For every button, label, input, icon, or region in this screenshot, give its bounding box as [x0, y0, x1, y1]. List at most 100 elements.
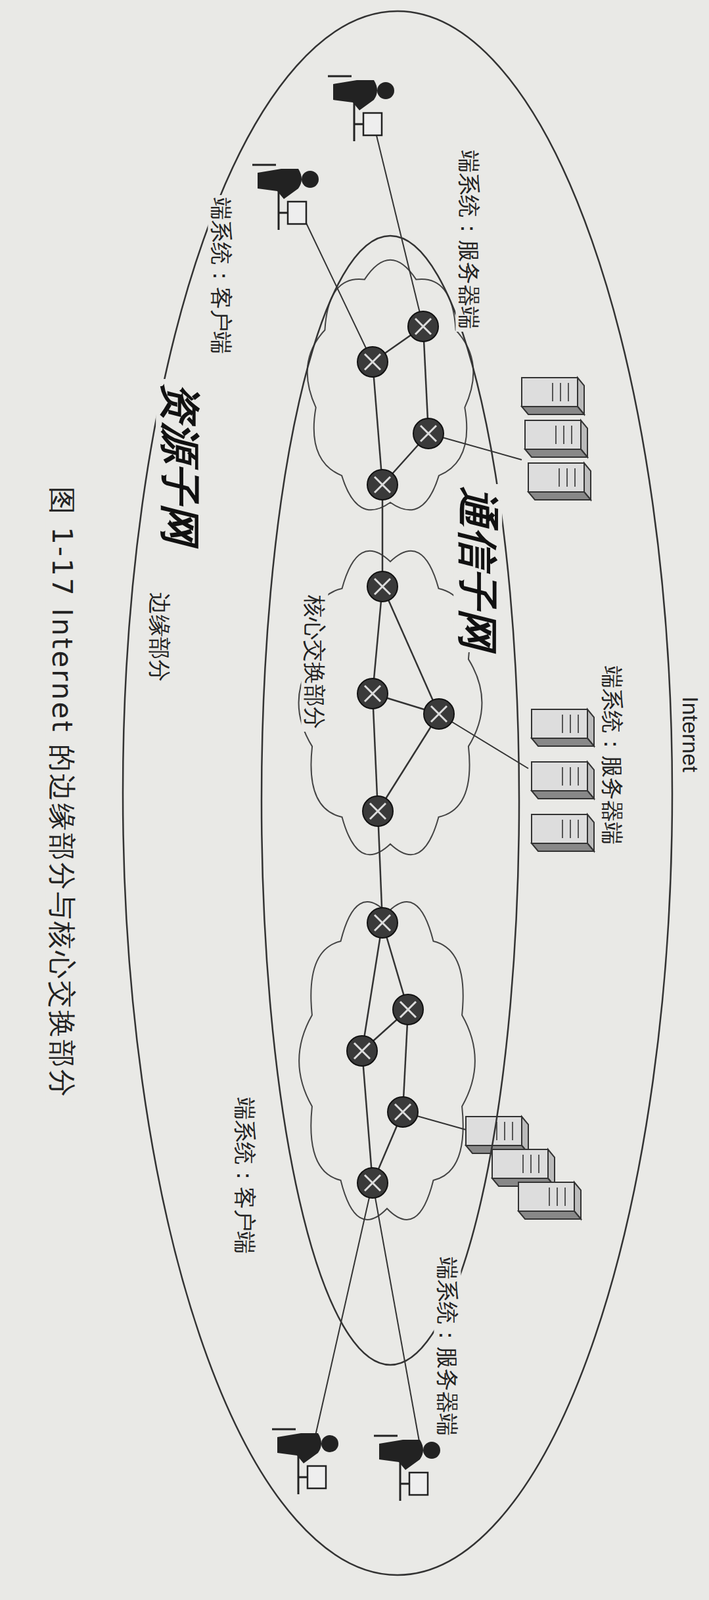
- router-symbol: [392, 994, 424, 1026]
- router-arrows: [374, 915, 391, 932]
- server-front: [518, 1182, 575, 1212]
- server-slot: [566, 468, 568, 487]
- server-front: [528, 463, 585, 493]
- server-side: [531, 738, 595, 747]
- desk: [353, 98, 356, 142]
- link-line: [423, 326, 429, 434]
- link-line: [372, 586, 383, 694]
- server-slot: [577, 820, 579, 839]
- access-line: [372, 1183, 420, 1446]
- figure-caption: 图 1-17 Internet 的边缘部分与核心交换部分: [45, 484, 79, 1102]
- server-slot: [551, 383, 554, 402]
- link-line: [372, 362, 383, 485]
- server-slot: [563, 425, 565, 445]
- internet-ellipse: Internet核心交换部分: [121, 9, 674, 1578]
- router-arrows: [364, 686, 381, 702]
- server-slot: [561, 714, 564, 734]
- server-front: [531, 762, 588, 792]
- server-slot: [558, 468, 560, 487]
- server-side: [518, 1211, 581, 1220]
- region-label: 边缘部分: [146, 590, 174, 685]
- server-front: [531, 814, 588, 844]
- end-system-label: 端系统：服务器端: [456, 147, 483, 332]
- server-slot: [569, 820, 572, 839]
- server-side: [531, 791, 595, 800]
- end-system-label: 端系统：客户端: [231, 1095, 259, 1258]
- router-symbol: [362, 796, 393, 827]
- end-system-label: 端系统：服务器端: [599, 663, 627, 848]
- monitor: [307, 1466, 326, 1489]
- desk: [399, 1458, 402, 1502]
- server-slot: [538, 1155, 540, 1174]
- person-head: [377, 82, 395, 100]
- server-side: [531, 843, 595, 852]
- region-title: Internet: [677, 693, 705, 775]
- router-arrows: [354, 1043, 370, 1060]
- monitor-stand: [400, 1483, 410, 1486]
- chair: [272, 1429, 296, 1432]
- end-system-label: 端系统：客户端: [208, 195, 236, 357]
- server-slot: [522, 1155, 524, 1174]
- server-slot: [561, 820, 564, 839]
- server-slot: [548, 1188, 550, 1207]
- router-arrows: [394, 1104, 411, 1121]
- person-head: [321, 1435, 339, 1453]
- router-arrows: [400, 1002, 416, 1018]
- router-arrows: [431, 706, 447, 723]
- router-arrows: [374, 578, 391, 595]
- server-slot: [559, 383, 562, 402]
- router-symbol: [346, 1036, 378, 1067]
- router-arrows: [420, 425, 437, 442]
- end-system-label: 端系统：服务器端: [434, 1255, 462, 1440]
- router-symbol: [367, 571, 398, 602]
- person-body: [277, 1433, 322, 1464]
- router-symbol: [423, 699, 455, 730]
- server-slot: [561, 767, 564, 786]
- link-line: [382, 586, 439, 715]
- server-slot: [569, 714, 572, 734]
- server-front: [521, 377, 578, 407]
- server-slot: [571, 425, 573, 445]
- person-body: [257, 168, 302, 200]
- cloud-outline: [298, 902, 476, 1221]
- router-arrows: [364, 354, 381, 370]
- server-slot: [555, 425, 557, 445]
- server-side: [521, 406, 585, 415]
- link-line: [362, 923, 383, 1052]
- person-head: [301, 170, 319, 188]
- server-side: [528, 492, 591, 501]
- router-symbol: [387, 1097, 418, 1128]
- link-line: [372, 693, 378, 812]
- router-arrows: [415, 318, 432, 335]
- monitor: [287, 201, 307, 225]
- server-front: [525, 420, 581, 450]
- server-slot: [567, 383, 570, 402]
- ellipse-outline: [260, 234, 521, 1367]
- chair: [373, 1435, 398, 1438]
- server-slot: [564, 1188, 566, 1207]
- access-line: [314, 1183, 373, 1440]
- person-body: [379, 1440, 424, 1471]
- link-line: [362, 1051, 373, 1184]
- server-side: [525, 449, 588, 458]
- router-symbol: [367, 469, 398, 501]
- router-symbol: [413, 418, 444, 449]
- router-arrows: [374, 477, 391, 493]
- router-arrows: [364, 1175, 381, 1192]
- person-body: [333, 80, 378, 111]
- router-symbol: [408, 311, 439, 342]
- router-arrows: [369, 803, 386, 820]
- ellipse-outline: [121, 9, 674, 1578]
- server-slot: [574, 468, 576, 487]
- link-line: [377, 811, 383, 924]
- server-slot: [556, 1188, 558, 1207]
- monitor-stand: [278, 212, 288, 215]
- router-symbol: [357, 1168, 388, 1199]
- router-symbol: [357, 346, 388, 378]
- server-slot: [577, 767, 579, 786]
- handwritten-note: 资源子网: [155, 379, 205, 548]
- server-front: [492, 1149, 549, 1179]
- region-label: 核心交换部分: [301, 592, 329, 732]
- monitor-stand: [354, 123, 364, 126]
